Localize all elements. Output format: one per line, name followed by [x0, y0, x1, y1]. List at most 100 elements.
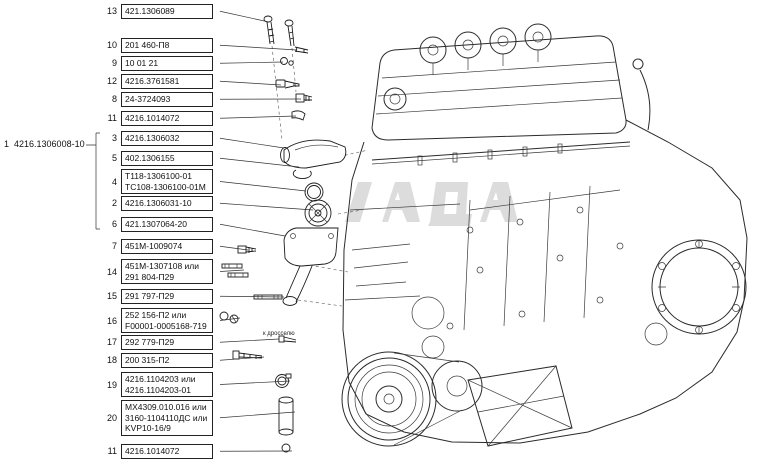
- part-code-cell: 451М-1009074: [121, 239, 213, 254]
- leader-line: [219, 338, 280, 343]
- washer-pair: [280, 57, 294, 66]
- assembly-part-code: 4216.1306008-10: [14, 139, 85, 149]
- part-code: 4216.1306031-10: [125, 198, 192, 208]
- item-number: 8: [111, 94, 117, 105]
- item-number: 13: [106, 6, 117, 17]
- part-code-cell: 421.1306089: [121, 4, 213, 19]
- leader-line: [219, 411, 296, 419]
- thermostat: [304, 199, 332, 227]
- item-number: 2: [111, 198, 117, 209]
- part-code: 4216.1104203 или: [125, 374, 196, 384]
- part-code-cell: 402.1306155: [121, 151, 213, 166]
- leader-line: [219, 380, 291, 385]
- item-number: 11: [107, 446, 117, 457]
- item-number: 20: [106, 412, 117, 423]
- item-number: 3: [111, 133, 117, 144]
- part-code: 24-3724093: [125, 94, 171, 104]
- part-code: 4216.1014072: [125, 446, 180, 456]
- part-code: 451М-1009074: [125, 241, 183, 251]
- heater-fitting: [237, 245, 257, 254]
- clamp-ring: [292, 169, 312, 180]
- parts-row: 17 292 779-П29: [97, 335, 213, 350]
- item-number: 15: [106, 291, 117, 302]
- part-code: 421.1306089: [125, 6, 175, 16]
- item-number: 16: [106, 315, 117, 326]
- item-number: 5: [111, 153, 117, 164]
- parts-row: 7 451М-1009074: [97, 239, 213, 254]
- item-number: 18: [106, 355, 117, 366]
- parts-row: 15 291 797-П29: [97, 289, 213, 304]
- fitting: [295, 93, 313, 103]
- item-number: 7: [111, 241, 117, 252]
- bolt-pair: [263, 15, 295, 47]
- item-number: 10: [106, 40, 117, 51]
- parts-row: 9 10 01 21: [97, 56, 213, 71]
- leader-line: [219, 80, 282, 86]
- parts-callout-drawings: [219, 15, 347, 453]
- leader-line: [219, 223, 286, 237]
- hose: [278, 396, 294, 453]
- item-number: 9: [111, 58, 117, 69]
- part-code-cell: 10 01 21: [121, 56, 213, 71]
- assembly-bracket: [86, 132, 100, 230]
- part-code: 4216.1104203-01: [125, 384, 192, 395]
- part-code-cell: 4216.1306031-10: [121, 196, 213, 211]
- item-number: 17: [106, 337, 117, 348]
- item-number: 14: [106, 266, 117, 277]
- part-code: 201 460-П8: [125, 40, 170, 50]
- watermark: [345, 182, 518, 226]
- thermostat-housing: [282, 227, 339, 306]
- leader-line: [219, 10, 270, 23]
- part-code-cell: 24-3724093: [121, 92, 213, 107]
- part-code: 291 804-П29: [125, 271, 175, 282]
- part-code-cell: 201 460-П8: [121, 38, 213, 53]
- parts-row: 8 24-3724093: [97, 92, 213, 107]
- part-code: 291 797-П29: [125, 291, 175, 301]
- part-code: 252 156-П2 или: [125, 310, 187, 320]
- coolant-outlet-elbow: [280, 139, 347, 169]
- part-code: ТС108-1306100-01М: [125, 181, 206, 192]
- parts-row: 13 421.1306089: [97, 4, 213, 19]
- part-code: F00001-0005168-719: [125, 320, 207, 331]
- leader-line: [219, 137, 285, 149]
- part-code-cell: 291 797-П29: [121, 289, 213, 304]
- item-number: 11: [107, 113, 117, 124]
- leader-line: [219, 202, 314, 211]
- item-number: 6: [111, 219, 117, 230]
- part-code: МХ4309.010.016 или: [125, 402, 207, 412]
- part-code-cell: 421.1307064-20: [121, 217, 213, 232]
- item-number: 4: [111, 176, 117, 187]
- part-code-cell: 4216.1014072: [121, 444, 213, 459]
- leader-lines: [219, 10, 314, 452]
- stud-pair: [221, 263, 249, 278]
- leader-line: [219, 61, 284, 64]
- part-code-cell: 4216.3761581: [121, 74, 213, 89]
- part-code: 292 779-П29: [125, 337, 175, 347]
- parts-row: 2 4216.1306031-10: [97, 196, 213, 211]
- part-code: 10 01 21: [125, 58, 159, 68]
- leader-line: [219, 295, 285, 298]
- leader-line: [219, 269, 245, 272]
- leader-line: [219, 44, 298, 51]
- part-code: 402.1306155: [125, 153, 175, 163]
- part-code: KVP10-16/9: [125, 423, 171, 433]
- part-code-cell: 4216.1014072: [121, 111, 213, 126]
- part-code-cell: 4216.1306032: [121, 131, 213, 146]
- item-number: 19: [106, 379, 117, 390]
- part-code: 4216.3761581: [125, 76, 180, 86]
- part-code: 3160-1104110ДС или: [125, 412, 208, 423]
- leader-line: [219, 181, 307, 192]
- parts-row: 3 4216.1306032: [97, 131, 213, 146]
- parts-row: 10 201 460-П8: [97, 38, 213, 53]
